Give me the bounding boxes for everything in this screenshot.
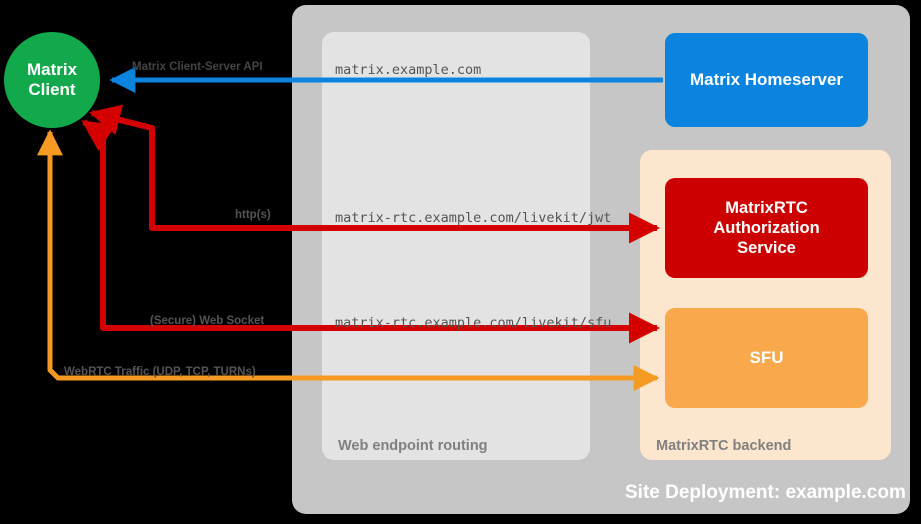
node-auth-service-line1: MatrixRTC — [725, 198, 808, 217]
node-sfu-label: SFU — [749, 347, 784, 367]
url-label-livekit-sfu: matrix-rtc.example.com/livekit/sfu — [335, 315, 612, 331]
label-site-deployment: Site Deployment: example.com — [625, 482, 906, 503]
edge-label-matrix-client-server-api: Matrix Client-Server API — [132, 61, 263, 73]
edge-label-secure-web-socket: (Secure) Web Socket — [150, 315, 265, 327]
node-matrix-client-text: Matrix Client — [27, 60, 77, 101]
url-label-matrix-example-com: matrix.example.com — [335, 62, 482, 78]
node-matrix-client-line1: Matrix — [26, 59, 78, 79]
url-label-livekit-jwt: matrix-rtc.example.com/livekit/jwt — [335, 210, 612, 226]
node-matrix-homeserver[interactable]: Matrix Homeserver — [665, 33, 868, 127]
edge-label-http: http(s) — [235, 209, 271, 221]
web-endpoint-routing-panel — [322, 32, 590, 460]
node-auth-service-text: MatrixRTC Authorization Service — [713, 198, 819, 258]
edge-webrtc-traffic — [37, 129, 660, 391]
node-matrix-homeserver-label: Matrix Homeserver — [689, 69, 844, 89]
node-auth-service-line2: Authorization — [713, 218, 820, 237]
node-sfu[interactable]: SFU — [665, 308, 868, 408]
label-matrixrtc-backend: MatrixRTC backend — [656, 438, 792, 454]
node-auth-service-line3: Service — [737, 239, 796, 258]
edge-label-webrtc-traffic: WebRTC Traffic (UDP, TCP, TURNs) — [64, 366, 256, 378]
node-matrixrtc-authorization-service[interactable]: MatrixRTC Authorization Service — [665, 178, 868, 278]
label-web-endpoint-routing: Web endpoint routing — [338, 438, 488, 454]
node-matrix-client[interactable]: Matrix Client — [4, 32, 100, 128]
node-matrix-client-line2: Client — [28, 80, 76, 99]
